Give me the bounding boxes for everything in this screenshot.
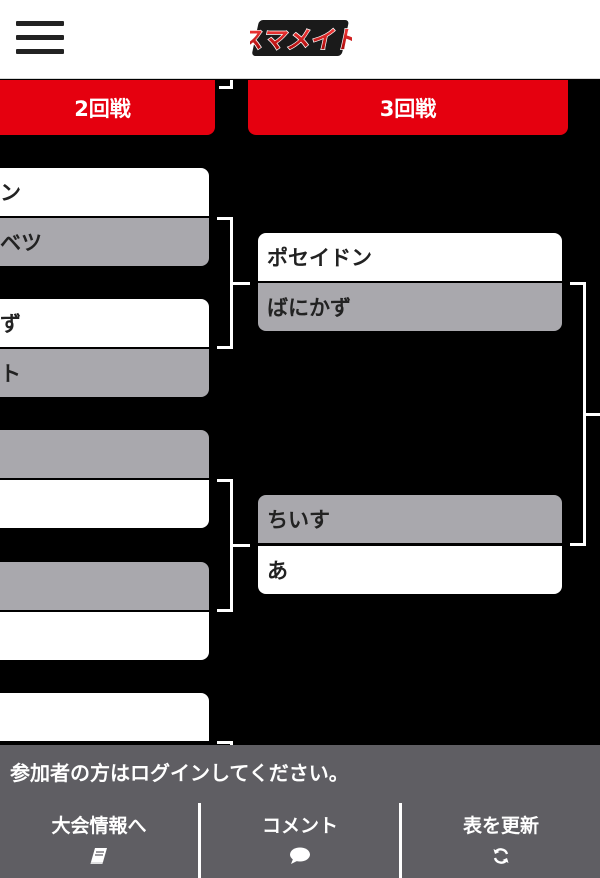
- match-slot[interactable]: ちいす: [258, 495, 562, 543]
- divider: [399, 803, 402, 878]
- match-slot[interactable]: [0, 612, 209, 660]
- hamburger-menu-icon[interactable]: [16, 21, 64, 55]
- match-slot[interactable]: ず: [0, 299, 209, 347]
- match-slot[interactable]: [0, 562, 209, 610]
- divider: [198, 803, 201, 878]
- book-icon: [89, 846, 109, 866]
- header: スマメイト: [0, 0, 600, 79]
- footer-menu: 大会情報へ コメント 表を更新: [0, 801, 600, 878]
- tournament-info-button[interactable]: 大会情報へ: [0, 801, 198, 878]
- comment-button[interactable]: コメント: [201, 801, 399, 878]
- svg-text:スマメイト: スマメイト: [250, 25, 352, 54]
- menu-label: コメント: [261, 815, 338, 837]
- refresh-table-button[interactable]: 表を更新: [402, 801, 600, 878]
- site-logo[interactable]: スマメイト: [237, 16, 363, 60]
- match-slot[interactable]: [0, 693, 209, 741]
- footer-bar: 参加者の方はログインしてください。 大会情報へ コメント: [0, 745, 600, 878]
- menu-label: 大会情報へ: [51, 815, 147, 837]
- match-slot[interactable]: ばにかず: [258, 283, 562, 331]
- match-slot[interactable]: あ: [258, 546, 562, 594]
- round-2-header: 2回戦: [0, 80, 215, 135]
- match-slot[interactable]: ポセイドン: [258, 233, 562, 281]
- logo-icon: スマメイト: [237, 20, 363, 56]
- match-slot[interactable]: ベツ: [0, 218, 209, 266]
- comment-icon: [289, 846, 311, 866]
- match-slot[interactable]: ト: [0, 349, 209, 397]
- match-slot[interactable]: [0, 480, 209, 528]
- round-3-header: 3回戦: [248, 80, 568, 135]
- login-notice: 参加者の方はログインしてください。: [10, 761, 349, 785]
- refresh-icon: [492, 846, 510, 866]
- match-slot[interactable]: ン: [0, 168, 209, 216]
- tournament-bracket[interactable]: 2回戦 3回戦 ン ベツ ず ト ポセイドン ばにかず ちいす あ: [0, 80, 600, 745]
- menu-label: 表を更新: [462, 815, 539, 837]
- match-slot[interactable]: [0, 430, 209, 478]
